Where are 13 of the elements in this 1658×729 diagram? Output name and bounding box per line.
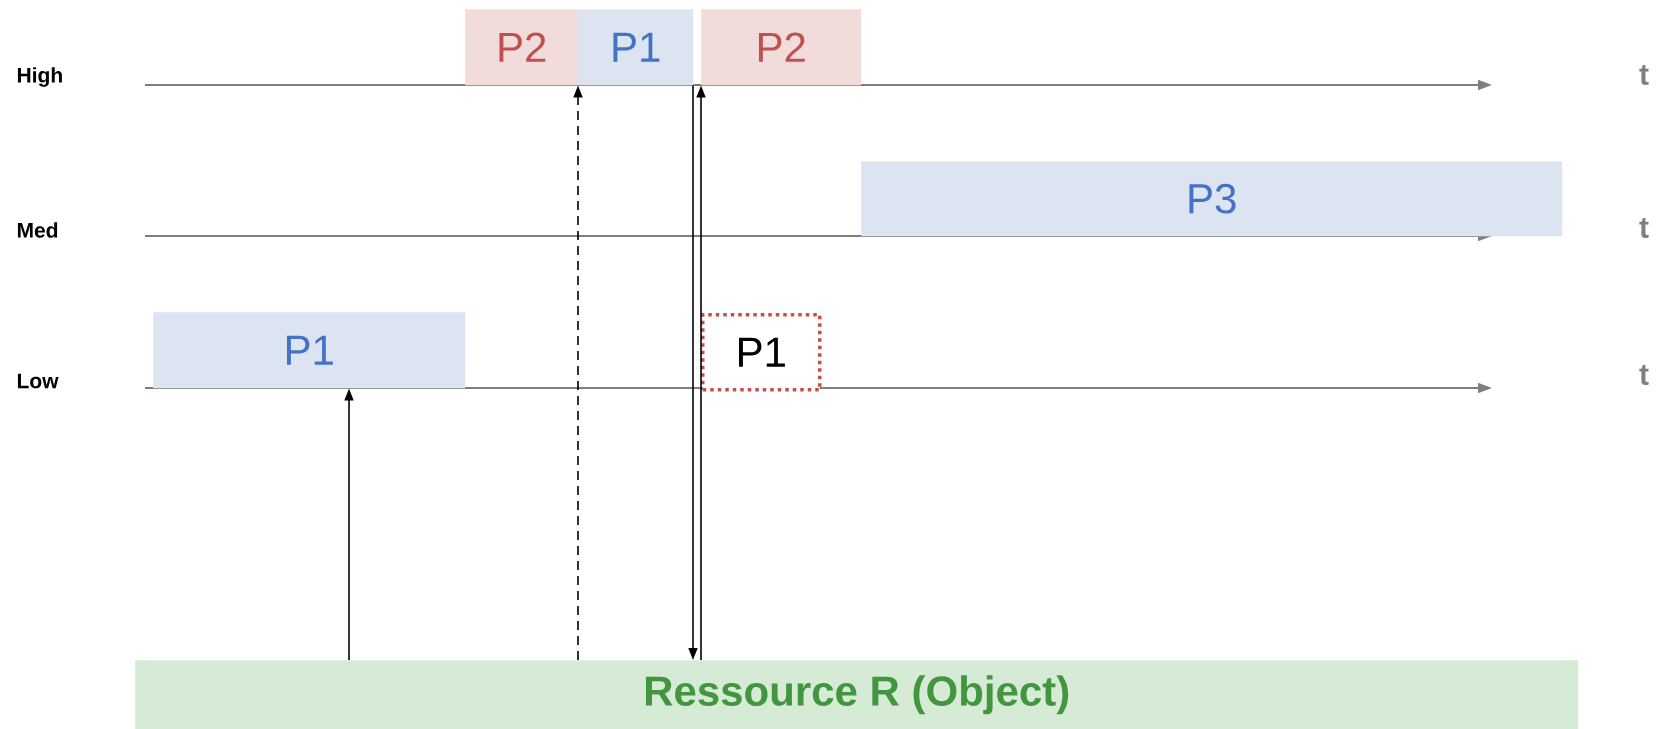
time-label: t bbox=[1639, 365, 1649, 385]
resource-bar: Ressource R (Object) bbox=[135, 660, 1579, 729]
row-label: Low bbox=[17, 373, 59, 389]
process-block: P1 bbox=[578, 9, 694, 86]
time-label: t bbox=[1639, 65, 1649, 85]
process-block: P2 bbox=[465, 9, 579, 86]
process-block: P2 bbox=[701, 9, 862, 86]
process-block: P3 bbox=[861, 161, 1563, 237]
row-label: Med bbox=[17, 222, 58, 238]
blocked-process-box: P1 bbox=[701, 313, 822, 392]
row-label: High bbox=[17, 67, 62, 87]
time-label: t bbox=[1639, 218, 1649, 238]
process-block: P1 bbox=[153, 312, 466, 389]
